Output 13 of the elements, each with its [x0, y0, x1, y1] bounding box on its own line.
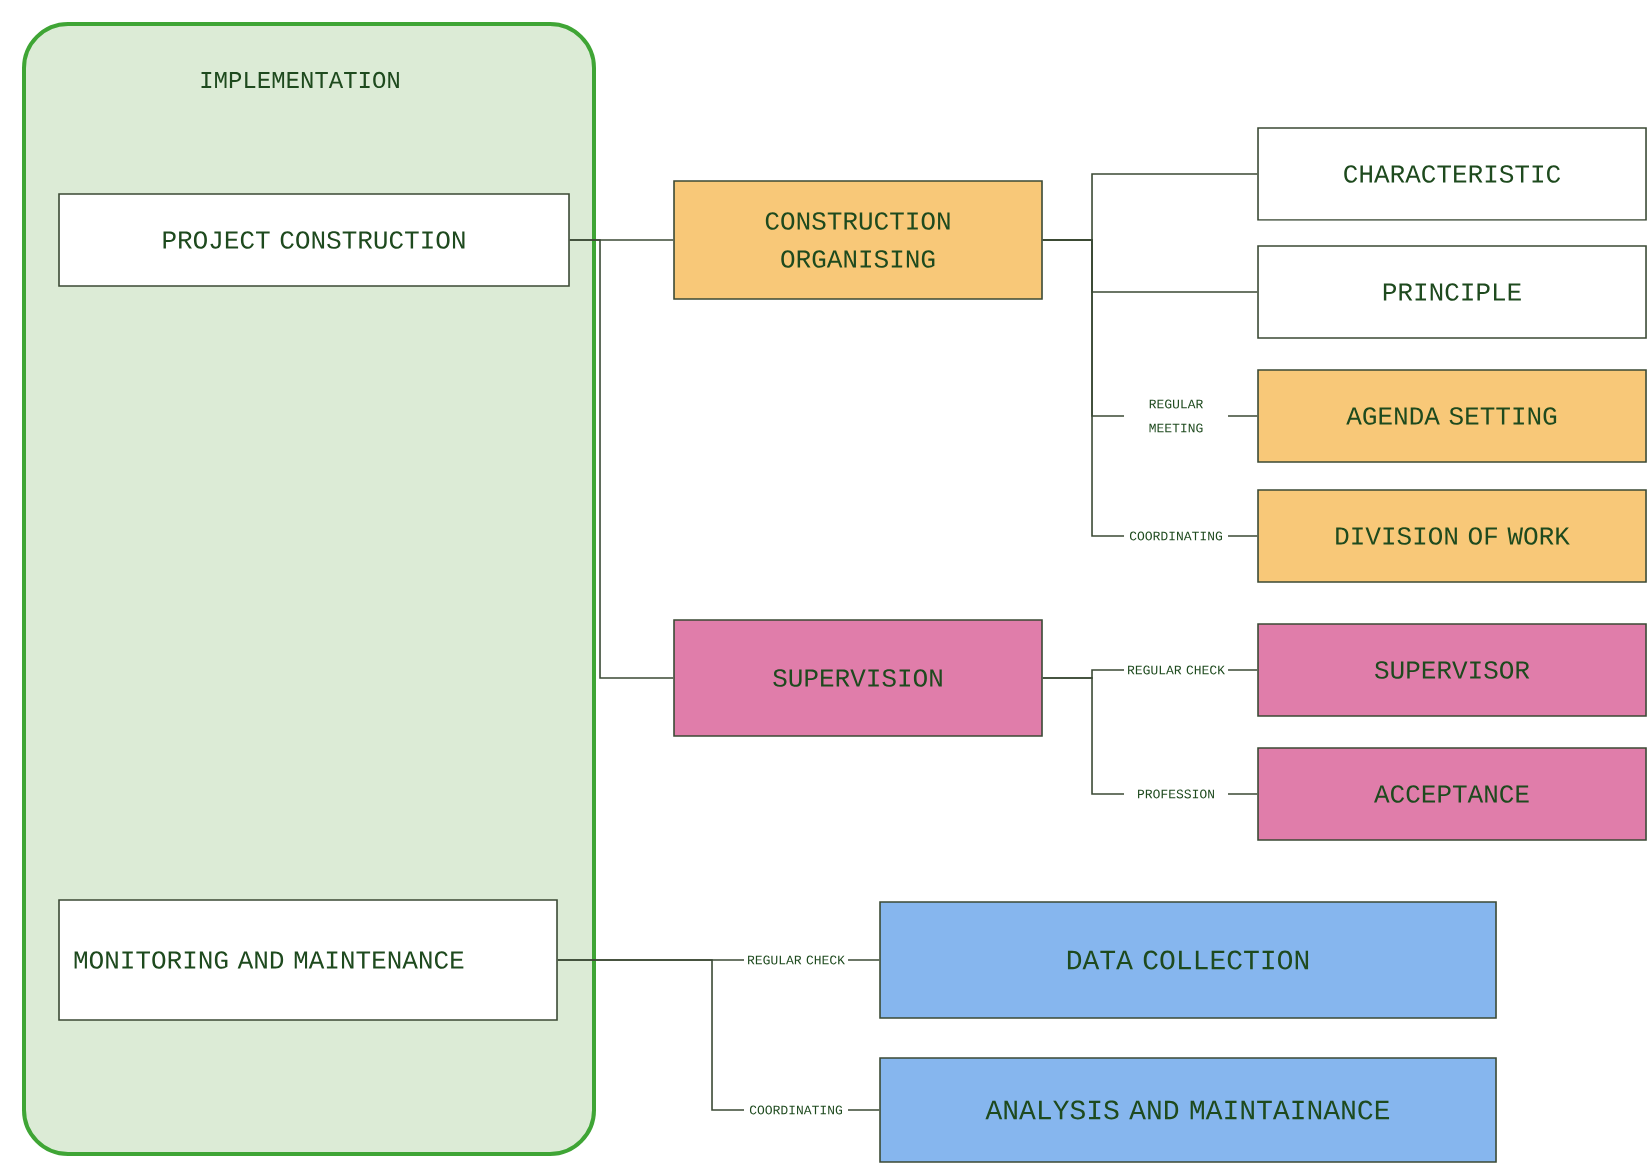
process-box: DIVISION OF WORK — [1257, 489, 1647, 583]
connector-line — [569, 239, 674, 679]
process-box: CHARACTERISTIC — [1257, 127, 1647, 221]
process-box: DATA COLLECTION — [879, 901, 1497, 1019]
process-box: PRINCIPLE — [1257, 245, 1647, 339]
process-box: SUPERVISION — [673, 619, 1043, 737]
process-box: ACCEPTANCE — [1257, 747, 1647, 841]
process-box: ANALYSIS AND MAINTAINANCE — [879, 1057, 1497, 1163]
process-box: PROJECT CONSTRUCTION — [58, 193, 570, 287]
process-box: AGENDA SETTING — [1257, 369, 1647, 463]
process-box: CONSTRUCTION ORGANISING — [673, 180, 1043, 300]
process-box: MONITORING AND MAINTENANCE — [58, 899, 558, 1021]
process-box: SUPERVISOR — [1257, 623, 1647, 717]
